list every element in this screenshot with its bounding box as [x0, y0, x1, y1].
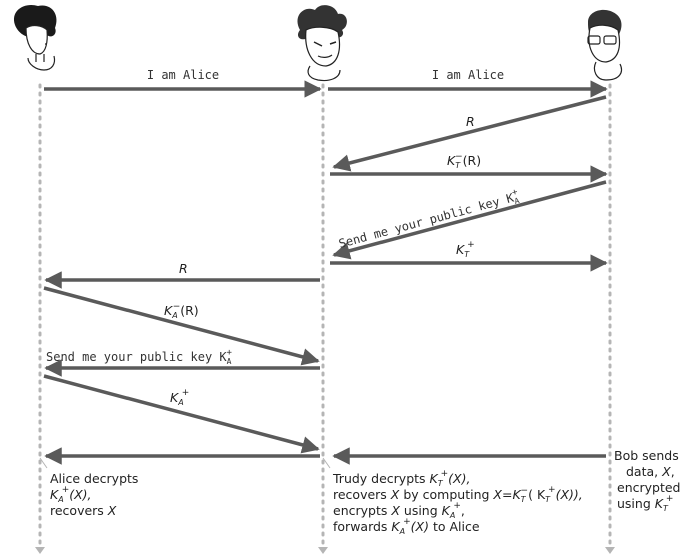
arrow-alice-signed-nonce — [43, 286, 320, 366]
bob-note-line2: data, X, — [626, 464, 675, 479]
label-trudy-signed-nonce: KT−(R) — [447, 152, 481, 170]
label-alice-signed-nonce: KA−(R) — [164, 302, 199, 320]
trudy-note-pointer — [322, 457, 331, 469]
alice-note-line2: KA+(X), — [50, 485, 92, 504]
arrow-bob-nonce — [332, 95, 607, 172]
label-bob-request-key: Send me your public key KA+ — [337, 187, 522, 253]
arrow-alice-key — [43, 374, 320, 454]
alice-lifeline-end-icon — [35, 547, 45, 554]
label-trudy-request-key: Send me your public key KA+ — [46, 348, 232, 366]
trudy-note-line2: recovers X by computing X=KT−( KT+(X)), — [333, 485, 583, 504]
label-bob-nonce: R — [466, 114, 475, 129]
label-alice-iam: I am Alice — [147, 68, 219, 82]
trudy-lifeline-end-icon — [318, 547, 328, 554]
bob-icon — [587, 9, 623, 81]
bob-note-line4: using KT+ — [617, 494, 673, 513]
label-trudy-key: KT+ — [456, 240, 475, 259]
label-trudy-nonce: R — [179, 261, 188, 276]
trudy-note-line4: forwards KA+(X) to Alice — [333, 517, 480, 536]
alice-note-pointer — [39, 457, 48, 469]
alice-note: Alice decrypts KA+(X), recovers X — [50, 471, 138, 518]
label-trudy-iam: I am Alice — [432, 68, 504, 82]
trudy-note-line1: Trudy decrypts KT+(X), — [332, 469, 470, 488]
bob-note-line3: encrypted — [617, 480, 680, 495]
alice-note-line3: recovers X — [50, 503, 117, 518]
alice-note-line1: Alice decrypts — [50, 471, 138, 486]
trudy-note-line3: encrypts X using KA+, — [333, 501, 465, 520]
trudy-icon — [297, 5, 347, 82]
arrow-bob-request-key — [332, 180, 607, 260]
label-alice-key: KA+ — [170, 388, 189, 407]
bob-note-line1: Bob sends — [614, 448, 679, 463]
bob-note: Bob sends data, X, encrypted using KT+ — [614, 448, 680, 513]
alice-icon — [14, 4, 57, 71]
trudy-note: Trudy decrypts KT+(X), recovers X by com… — [332, 469, 583, 536]
bob-lifeline-end-icon — [605, 547, 615, 554]
